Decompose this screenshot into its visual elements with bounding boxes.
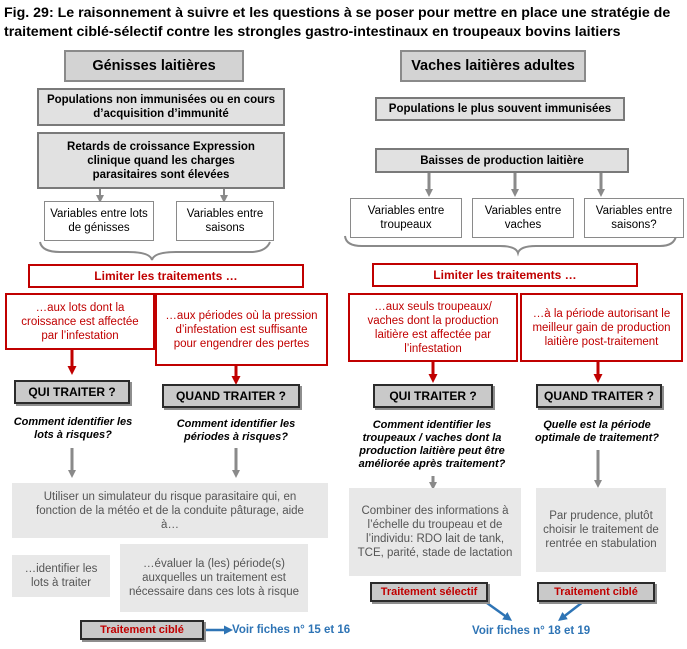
left-who-question: Comment identifier les lots à risques? [13, 416, 133, 441]
right-variable-seasons: Variables entre saisons? [584, 198, 684, 238]
left-who-to-treat: QUI TRAITER ? [14, 380, 130, 404]
left-header: Génisses laitières [64, 50, 244, 82]
left-option-periods: …aux périodes où la pression d’infestati… [155, 293, 328, 366]
left-population: Populations non immunisées ou en cours d… [37, 88, 285, 126]
right-option-herds: …aux seuls troupeaux/ vaches dont la pro… [348, 293, 518, 362]
right-when-to-treat: QUAND TRAITER ? [536, 384, 662, 408]
left-simulator: Utiliser un simulateur du risque parasit… [12, 483, 328, 538]
left-evaluate-periods: …évaluer la (les) période(s) auxquelles … [120, 544, 308, 612]
right-prudence: Par prudence, plutôt choisir le traiteme… [536, 488, 666, 572]
right-limit-treatments: Limiter les traitements … [372, 263, 638, 287]
right-targeted-treatment: Traitement ciblé [537, 582, 655, 602]
right-population: Populations le plus souvent immunisées [375, 97, 625, 121]
right-variable-herds: Variables entre troupeaux [350, 198, 462, 238]
right-header: Vaches laitières adultes [400, 50, 586, 82]
right-combine-info: Combiner des informations à l’échelle du… [349, 488, 521, 576]
right-variables-brace [344, 235, 677, 257]
left-effects: Retards de croissance Expression cliniqu… [37, 132, 285, 189]
right-selective-treatment: Traitement sélectif [370, 582, 488, 602]
right-who-question: Comment identifier les troupeaux / vache… [358, 419, 506, 470]
left-variables-brace [39, 241, 271, 261]
right-option-period: …à la période autorisant le meilleur gai… [520, 293, 683, 362]
right-effects: Baisses de production laitière [375, 148, 629, 173]
left-variable-seasons: Variables entre saisons [176, 201, 274, 241]
left-see-sheets: Voir fiches n° 15 et 16 [232, 624, 351, 636]
left-targeted-treatment: Traitement ciblé [80, 620, 204, 640]
left-when-to-treat: QUAND TRAITER ? [162, 384, 300, 408]
left-variable-lots: Variables entre lots de génisses [44, 201, 154, 241]
right-who-to-treat: QUI TRAITER ? [373, 384, 493, 408]
left-option-lots: …aux lots dont la croissance est affecté… [5, 293, 155, 350]
right-when-question: Quelle est la période optimale de traite… [534, 419, 660, 444]
left-limit-treatments: Limiter les traitements … [28, 264, 304, 288]
figure-title: Fig. 29: Le raisonnement à suivre et les… [4, 5, 671, 40]
left-when-question: Comment identifier les périodes à risque… [176, 418, 296, 443]
right-see-sheets: Voir fiches n° 18 et 19 [472, 625, 591, 637]
right-variable-cows: Variables entre vaches [472, 198, 574, 238]
left-identify-lots: …identifier les lots à traiter [12, 555, 110, 597]
